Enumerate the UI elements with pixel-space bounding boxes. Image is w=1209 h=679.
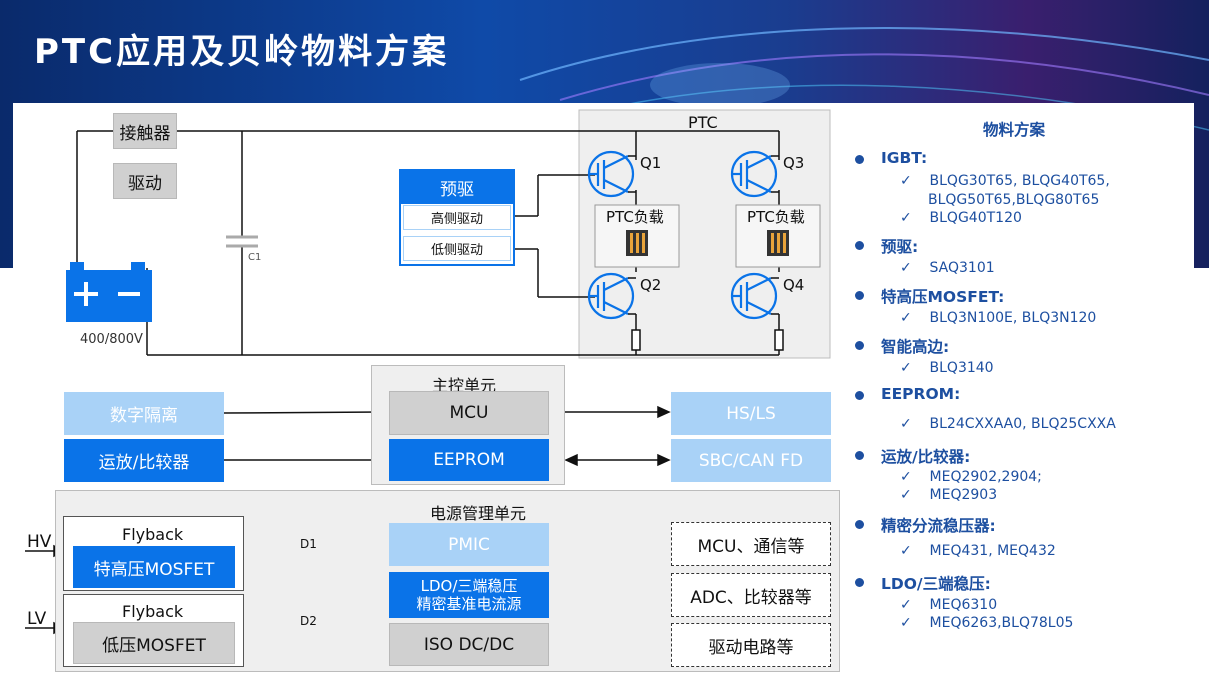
banner-decoration <box>519 27 1209 131</box>
igbt-q3-icon <box>730 150 778 198</box>
hs-ls-block: HS/LS <box>671 392 831 435</box>
igbt-q1-icon <box>587 150 635 198</box>
ptc-heater-right-icon <box>767 230 789 256</box>
bom-item: ✓ MEQ431, MEQ432 <box>900 543 1056 559</box>
ptc-title: PTC <box>688 113 718 132</box>
bom-bullet <box>855 291 864 300</box>
mcu-block: MCU <box>389 391 549 435</box>
ldo-block: LDO/三端稳压 精密基准电流源 <box>389 572 549 618</box>
power-unit-title: 电源管理单元 <box>430 504 527 523</box>
bom-bullet <box>855 241 864 250</box>
flyback-hv-title: Flyback <box>122 525 184 544</box>
iso-dcdc-block: ISO DC/DC <box>389 623 549 666</box>
control-unit-title: 主控单元 <box>432 376 497 395</box>
bom-group-ldo: LDO/三端稳压: <box>881 575 991 593</box>
opamp-comparator-block: 运放/比较器 <box>64 439 224 482</box>
bom-bullet <box>855 451 864 460</box>
bom-item: ✓ BLQ3N100E, BLQ3N120 <box>900 310 1097 326</box>
bom-bullet <box>855 578 864 587</box>
ldo-line2: 精密基准电流源 <box>416 595 522 613</box>
bom-item: BLQG50T65,BLQG80T65 <box>928 192 1100 208</box>
sbc-can-fd-block: SBC/CAN FD <box>671 439 831 482</box>
lv-label: LV <box>27 609 47 629</box>
bom-item: ✓ MEQ6263,BLQ78L05 <box>900 615 1074 631</box>
predrive-title: 预驱 <box>401 171 513 204</box>
ldo-line1: LDO/三端稳压 <box>420 577 518 595</box>
ptc-load-label-left: PTC负载 <box>606 208 664 226</box>
lv-mosfet-block: 低压MOSFET <box>73 622 235 664</box>
bom-item: ✓ BL24CXXAA0, BLQ25CXXA <box>900 416 1116 432</box>
bom-item: ✓ MEQ2903 <box>900 487 998 503</box>
flyback-lv-title: Flyback <box>122 602 184 621</box>
contactor-box: 接触器 <box>113 113 177 149</box>
bom-panel: 物料方案 IGBT: ✓ BLQG30T65, BLQG40T65, BLQG5… <box>845 104 1194 664</box>
bom-group-hv-mosfet: 特高压MOSFET: <box>881 288 1005 306</box>
bom-group-igbt: IGBT: <box>881 149 928 167</box>
ptc-load-label-right: PTC负载 <box>747 208 805 226</box>
bom-group-shunt-reg: 精密分流稳压器: <box>881 517 996 535</box>
bom-group-predrive: 预驱: <box>881 238 919 256</box>
output-mcu-comm: MCU、通信等 <box>671 522 831 566</box>
bom-item: ✓ BLQG40T120 <box>900 210 1022 226</box>
hv-mosfet-block: 特高压MOSFET <box>73 546 235 588</box>
q2-label: Q2 <box>640 276 662 294</box>
bom-item: ✓ MEQ6310 <box>900 597 998 613</box>
ptc-heater-left-icon <box>626 230 648 256</box>
bom-item: ✓ BLQG30T65, BLQG40T65, <box>900 173 1110 189</box>
d2-label: D2 <box>300 614 317 628</box>
output-drive-circuit: 驱动电路等 <box>671 623 831 667</box>
bom-bullet <box>855 155 864 164</box>
bom-bullet <box>855 391 864 400</box>
high-side-drive: 高侧驱动 <box>403 205 511 230</box>
bom-group-opamp: 运放/比较器: <box>881 448 971 466</box>
eeprom-block: EEPROM <box>389 439 549 481</box>
low-side-drive: 低侧驱动 <box>403 236 511 261</box>
bom-group-smart-hs: 智能高边: <box>881 338 950 356</box>
bom-group-eeprom: EEPROM: <box>881 385 961 403</box>
shunt-resistor-left <box>631 329 641 351</box>
bom-bullet <box>855 341 864 350</box>
igbt-q4-icon <box>730 272 778 320</box>
page-title: PTC应用及贝岭物料方案 <box>34 32 450 72</box>
bom-bullet <box>855 520 864 529</box>
bom-item: ✓ SAQ3101 <box>900 260 995 276</box>
d1-label: D1 <box>300 537 317 551</box>
pmic-block: PMIC <box>389 523 549 566</box>
digital-isolation-block: 数字隔离 <box>64 392 224 435</box>
battery-voltage-label: 400/800V <box>80 332 143 347</box>
capacitor-c1 <box>226 235 258 248</box>
hv-label: HV <box>27 532 52 552</box>
cap-label: C1 <box>248 252 262 263</box>
q3-label: Q3 <box>783 154 805 172</box>
shunt-resistor-right <box>774 329 784 351</box>
bom-title: 物料方案 <box>983 121 1046 139</box>
q4-label: Q4 <box>783 276 805 294</box>
q1-label: Q1 <box>640 154 662 172</box>
battery-icon <box>66 262 152 322</box>
bom-item: ✓ MEQ2902,2904; <box>900 469 1042 485</box>
igbt-q2-icon <box>587 272 635 320</box>
output-adc-comparator: ADC、比较器等 <box>671 573 831 617</box>
drive-box: 驱动 <box>113 163 177 199</box>
bom-item: ✓ BLQ3140 <box>900 360 994 376</box>
